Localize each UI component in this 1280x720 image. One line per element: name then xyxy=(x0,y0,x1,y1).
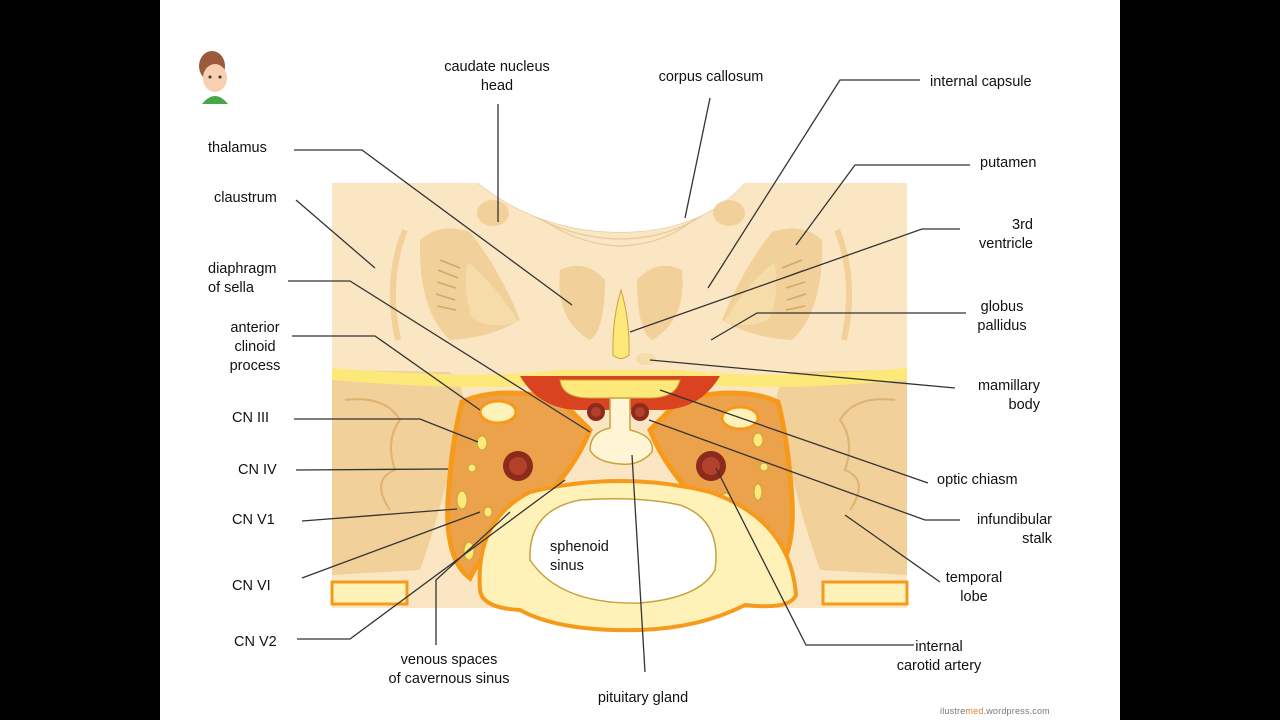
label-corpus-callosum: corpus callosum xyxy=(658,69,764,85)
caudate-left xyxy=(477,200,509,226)
label-third-ventricle: 3rd ventricle xyxy=(979,217,1033,252)
label-caudate: caudate nucleus head xyxy=(444,59,550,94)
claustrum-right xyxy=(834,228,853,341)
temporal-lobe-right xyxy=(776,370,907,575)
claustrum-left xyxy=(389,228,408,341)
label-thalamus: thalamus xyxy=(208,140,267,156)
pituitary-gland xyxy=(589,397,654,465)
label-internal-capsule: internal capsule xyxy=(930,74,1032,90)
label-sphenoid-sinus: sphenoid sinus xyxy=(550,539,609,574)
label-claustrum: claustrum xyxy=(214,190,277,206)
globus-left xyxy=(465,262,518,326)
label-diaphragm-sella: diaphragm of sella xyxy=(208,261,277,296)
thalamus-left xyxy=(559,265,605,340)
credit-link[interactable]: ilustremed.wordpress.com xyxy=(940,706,1050,716)
third-ventricle xyxy=(612,288,630,359)
label-cn-iv: CN IV xyxy=(238,462,277,478)
thalamus-right xyxy=(637,265,683,340)
credit-brand: med xyxy=(965,706,984,716)
corpus-callosum xyxy=(478,183,745,232)
label-cn-v2: CN V2 xyxy=(234,634,277,650)
temporal-gyri xyxy=(344,398,896,511)
label-anterior-clinoid: anterior clinoid process xyxy=(229,320,281,374)
internal-carotid-arteries xyxy=(503,403,726,481)
label-cn-iii: CN III xyxy=(232,410,270,426)
label-venous-spaces: venous spaces of cavernous sinus xyxy=(388,652,510,687)
label-mamillary-body: mamillary body xyxy=(977,378,1040,413)
presenter-avatar-icon xyxy=(199,51,228,104)
sphenoid-sinus xyxy=(529,498,717,604)
label-pituitary-gland: pituitary gland xyxy=(597,690,689,706)
skull-base-left xyxy=(330,580,409,606)
label-infundibular-stalk: infundibular stalk xyxy=(977,512,1052,547)
label-globus-pallidus: globus pallidus xyxy=(977,299,1027,334)
label-optic-chiasm: optic chiasm xyxy=(937,472,1018,488)
mamillary-body xyxy=(636,353,656,365)
optic-chiasm-core xyxy=(559,379,681,399)
label-temporal-lobe: temporal lobe xyxy=(945,570,1003,605)
temporal-lobe-left xyxy=(332,370,464,575)
credit-suffix: .wordpress.com xyxy=(983,706,1050,716)
globus-right xyxy=(724,262,777,326)
skull-base-right xyxy=(821,580,909,606)
leader-lines xyxy=(288,79,970,673)
label-internal-carotid: internal carotid artery xyxy=(896,639,982,674)
anterior-clinoid-left xyxy=(478,399,518,425)
caudate-right xyxy=(713,200,745,226)
label-cn-vi: CN VI xyxy=(232,578,271,594)
label-cn-v1: CN V1 xyxy=(232,512,275,528)
credit-prefix: ilustre xyxy=(940,706,966,716)
label-putamen: putamen xyxy=(980,155,1037,171)
